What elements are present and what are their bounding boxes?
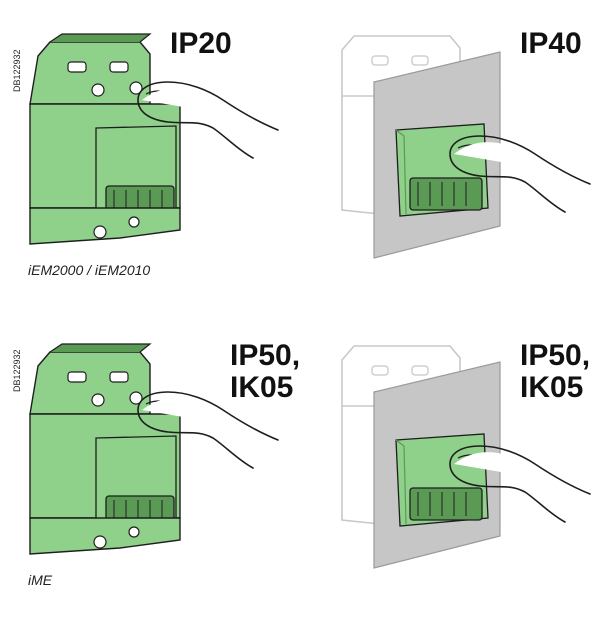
ip-rating-label: IP20 (170, 27, 232, 60)
modular-device-illustration (29, 33, 279, 245)
green-module (29, 343, 279, 555)
toggle-lever-icon (409, 177, 483, 211)
terminal-hole-icon (128, 216, 140, 228)
toggle-lever-icon (409, 487, 483, 521)
finger-icon (449, 135, 591, 213)
module-top-ridge (49, 33, 152, 43)
terminal-hole-icon (91, 83, 105, 97)
covered-device-illustration (341, 35, 591, 259)
terminal-hole-icon (93, 225, 107, 239)
screw-slot-icon (109, 371, 129, 383)
terminal-hole-icon (129, 391, 143, 405)
module-top-block (29, 351, 151, 415)
finger-icon (137, 391, 279, 469)
ghost-module-body (341, 96, 381, 215)
ip-rating-label: IP50, IK05 (520, 339, 591, 404)
modular-device-illustration (29, 343, 279, 555)
panel-ip50-open: IP50, IK05 iME (0, 310, 300, 622)
module-bottom-block (29, 207, 181, 245)
module-behind-cover (341, 345, 591, 569)
module-bottom-block (29, 517, 181, 555)
terminal-hole-icon (128, 526, 140, 538)
device-caption: iME (28, 572, 53, 588)
terminal-hole-icon (91, 393, 105, 407)
finger-icon (137, 81, 279, 159)
green-module (29, 33, 279, 245)
finger-icon (449, 445, 591, 523)
terminal-hole-icon (93, 535, 107, 549)
panel-ip20: IP20 iEM2000 / iEM2010 (0, 0, 300, 300)
module-behind-cover (341, 35, 591, 259)
panel-ip50-covered: IP50, IK05 (300, 310, 605, 622)
ip-rating-label: IP50, IK05 (230, 339, 301, 404)
covered-device-illustration (341, 345, 591, 569)
ip-rating-label: IP40 (520, 27, 582, 60)
device-caption: iEM2000 / iEM2010 (28, 262, 151, 278)
screw-slot-icon (109, 61, 129, 73)
module-top-ridge (49, 343, 152, 353)
screw-slot-icon (67, 371, 87, 383)
ghost-module-body (341, 406, 381, 525)
panel-ip40: IP40 (300, 0, 605, 300)
module-top-block (29, 41, 151, 105)
screw-slot-icon (67, 61, 87, 73)
terminal-hole-icon (129, 81, 143, 95)
